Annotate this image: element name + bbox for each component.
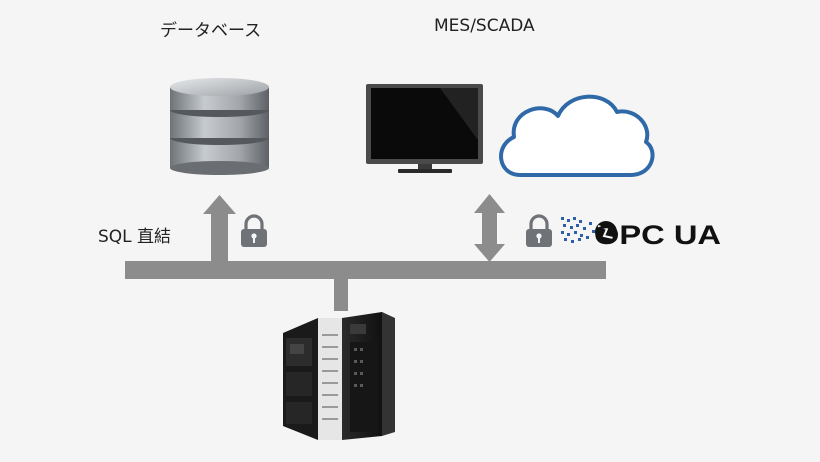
opc-ua-logo-text: OPC UA (594, 220, 721, 250)
lock-icon (526, 214, 552, 247)
sql-arrow (203, 195, 236, 261)
sql-direct-label: SQL 直結 (98, 227, 172, 247)
plc-controller-icon (283, 312, 395, 440)
cloud-icon (499, 94, 655, 177)
database-label: データベース (160, 21, 262, 41)
lock-icon (241, 214, 267, 247)
mes-scada-label: MES/SCADA (434, 16, 535, 36)
database-icon (170, 78, 269, 175)
monitor-icon (366, 84, 483, 173)
opc-double-arrow (474, 194, 505, 262)
opc-ua-logo: OPC UA (561, 217, 721, 250)
plc-connector (334, 279, 348, 311)
network-bus (125, 261, 606, 279)
